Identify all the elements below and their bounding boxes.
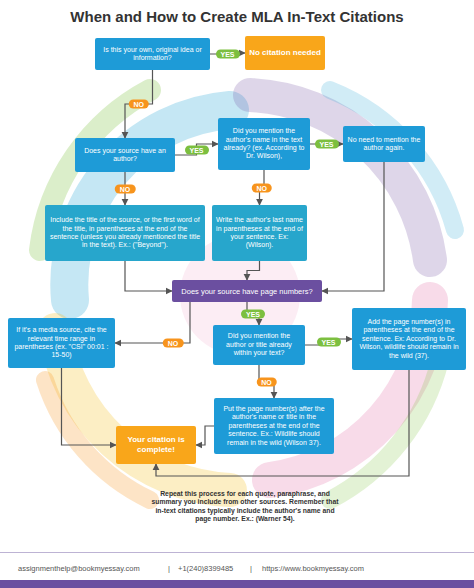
- footer-separator: |: [168, 564, 176, 573]
- box-text: Did you mention the author or title alre…: [217, 332, 301, 357]
- terminal-box: Your citation is complete!: [116, 426, 196, 464]
- connector: [247, 261, 260, 280]
- box-text: No citation needed: [249, 48, 321, 58]
- box-text: Does your source have page numbers?: [181, 287, 312, 296]
- process-box: If it's a media source, cite the relevan…: [8, 318, 115, 368]
- box-text: If it's a media source, cite the relevan…: [12, 326, 111, 360]
- terminal-box: No citation needed: [245, 36, 325, 70]
- edge-label: YES: [215, 49, 239, 58]
- box-text: Your citation is complete!: [120, 435, 192, 454]
- decision-box: Did you mention the author or title alre…: [213, 325, 305, 365]
- connector: [196, 426, 214, 445]
- edge-label: YES: [314, 140, 338, 149]
- edge-label: NO: [163, 339, 184, 348]
- decision-box: Does your source have an author?: [75, 138, 175, 172]
- box-text: Add the page number(s) in parentheses at…: [356, 318, 462, 360]
- connector: [175, 144, 218, 155]
- connector: [62, 368, 117, 445]
- box-text: No need to mention the author again.: [347, 136, 421, 153]
- edge-label: NO: [115, 184, 136, 193]
- connector: [115, 302, 190, 343]
- footer-url: https://www.bookmyessay.com: [262, 564, 402, 573]
- process-box: Put the page number(s) after the author'…: [214, 398, 334, 454]
- box-text: Did you mention the author's name in the…: [222, 127, 306, 161]
- edge-label: NO: [252, 183, 273, 192]
- footer-phone: +1(240)8399485: [178, 564, 250, 573]
- decision-box: Is this your own, original idea or infor…: [95, 38, 210, 70]
- process-box: Include the title of the source, or the …: [45, 205, 205, 261]
- title: When and How to Create MLA In-Text Citat…: [0, 8, 474, 27]
- footer-separator: |: [250, 564, 258, 573]
- edge-label: NO: [256, 377, 277, 386]
- box-text: Is this your own, original idea or infor…: [99, 46, 206, 63]
- connector: [322, 162, 384, 291]
- edge-label: YES: [184, 145, 208, 154]
- box-text: Does your source have an author?: [79, 147, 171, 164]
- decision-box: Did you mention the author's name in the…: [218, 118, 310, 170]
- process-box: Write the author's last name in parenthe…: [212, 205, 307, 261]
- connector: [125, 70, 153, 138]
- edge-label: NO: [129, 100, 150, 109]
- edge-label: YES: [316, 338, 340, 347]
- box-text: Include the title of the source, or the …: [49, 216, 201, 250]
- connector: [125, 261, 172, 291]
- note-text: Repeat this process for each quote, para…: [150, 490, 340, 524]
- box-text: Put the page number(s) after the author'…: [218, 405, 330, 447]
- footer-email: assignmenthelp@bookmyessay.com: [18, 564, 168, 573]
- box-text: Write the author's last name in parenthe…: [216, 216, 303, 250]
- process-box: No need to mention the author again.: [343, 126, 425, 162]
- process-box: Add the page number(s) in parentheses at…: [352, 308, 466, 370]
- edge-label: YES: [241, 309, 265, 318]
- decision-box: Does your source have page numbers?: [172, 280, 322, 302]
